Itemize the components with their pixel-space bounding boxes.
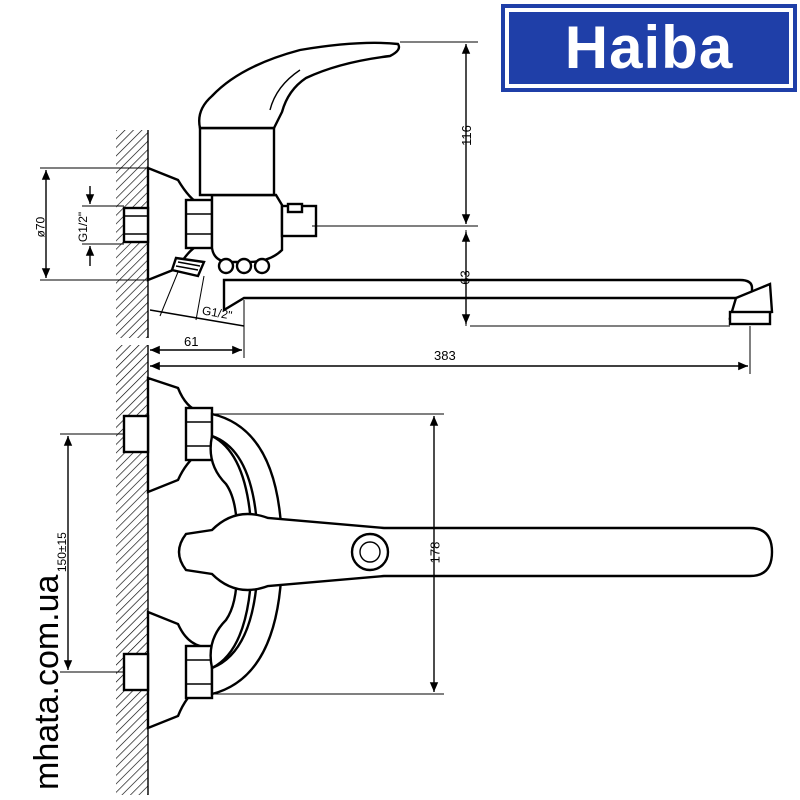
dim-wall-offset: 61	[150, 300, 245, 358]
dim-spout-length-label: 383	[434, 348, 456, 363]
dim-height-top: 116	[312, 41, 478, 227]
side-view-mixer	[122, 41, 774, 326]
wall-bottom	[116, 345, 149, 795]
brand-logo: Haiba	[501, 4, 797, 92]
brand-logo-inner: Haiba	[509, 12, 789, 84]
dim-wall-offset-label: 61	[184, 334, 198, 349]
dim-inlet-spacing-label: 150±15	[55, 532, 69, 572]
dim-spout-height-label: 63	[458, 270, 473, 284]
dim-flange-diameter-label: ø70	[34, 216, 48, 237]
watermark: mhata.com.ua	[28, 574, 66, 790]
dim-inlet-spacing: 150±15	[55, 433, 124, 673]
dim-spout-length: 383	[150, 326, 751, 374]
dim-thread-bottom-label: G1/2"	[201, 303, 233, 322]
dim-thread-bottom: G1/2"	[149, 271, 245, 327]
dim-height-top-label: 116	[459, 125, 474, 146]
dim-handle-length: 178	[212, 413, 444, 695]
dim-thread-top-label: G1/2"	[76, 212, 90, 242]
dim-spout-height: 63	[458, 230, 730, 327]
front-view-mixer	[122, 376, 774, 730]
dim-flange-diameter: ø70	[34, 167, 150, 281]
dim-handle-length-label: 178	[427, 542, 442, 564]
brand-name: Haiba	[564, 14, 734, 81]
dim-thread-top: G1/2"	[76, 186, 124, 266]
